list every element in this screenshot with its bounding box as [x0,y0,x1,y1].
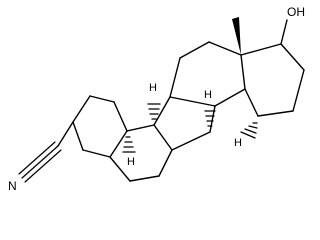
triple-bond-line [18,141,56,175]
bond [129,175,160,182]
bond [153,96,171,126]
bond [169,96,216,107]
bond [72,121,84,151]
triple-bond-line [21,145,59,179]
bond [214,88,246,107]
bond [82,149,111,158]
stereo-hydrogen-c9: H [149,82,157,94]
bond [280,43,305,71]
bond [89,95,115,103]
hydroxyl-label: OH [287,5,305,19]
bond [280,19,288,45]
bond [169,57,181,98]
hash-bond-c8 [204,110,216,127]
nitrogen-label: N [8,179,17,193]
triple-bond-line [24,149,62,183]
bond [244,88,259,117]
bond [109,130,128,158]
hash-bond-c14 [240,122,258,139]
methyl-wedge [232,17,241,55]
bond [257,110,294,117]
hash-bond-c9 [147,103,161,120]
steroid-structure-diagram: OH N H H H H [8,5,305,193]
bond [113,101,128,132]
bond [208,41,242,56]
bond [240,43,282,56]
bond [240,54,246,90]
hash-bond-c10 [122,136,136,153]
bond [179,41,210,59]
bond [171,131,211,151]
bond [126,124,155,132]
bond [153,124,173,151]
skeleton-bonds [57,19,305,182]
bond [209,105,216,133]
bond [72,95,91,123]
stereo-hydrogen-c8: H [204,89,212,101]
bond [109,156,131,182]
bond [158,149,173,177]
stereo-hydrogen-c14: H [234,137,242,149]
nitrile-triple-bond [18,141,62,183]
bond [57,121,74,147]
bond [292,69,305,112]
stereo-hydrogen-c10: H [127,156,135,168]
stereo-hash-bonds [122,103,258,153]
